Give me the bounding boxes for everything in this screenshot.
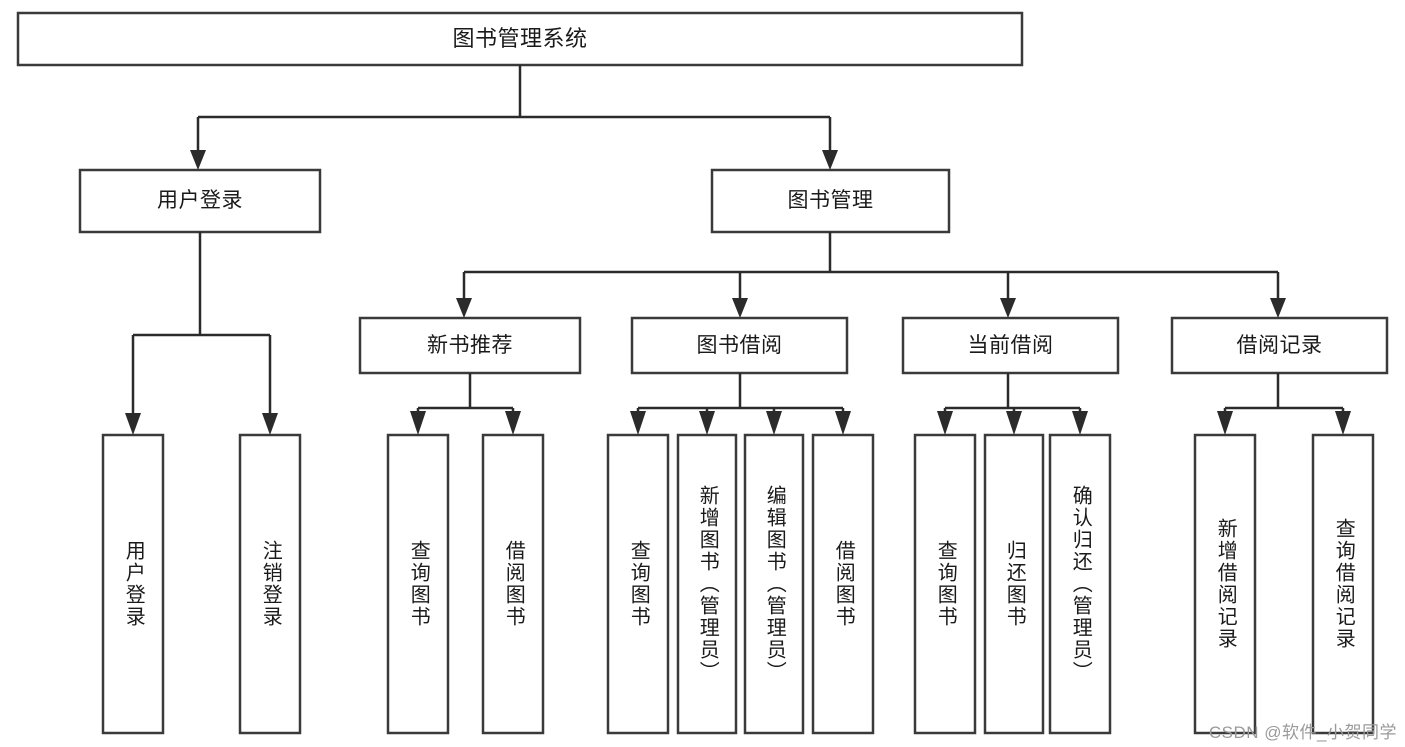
arrow-head-icon xyxy=(410,411,426,435)
arrow-head-icon xyxy=(125,413,141,435)
arrow-head-icon xyxy=(190,150,206,170)
arrow-head-icon xyxy=(1270,298,1286,318)
node-box-leaf-4[interactable] xyxy=(606,433,670,735)
node-box-root[interactable] xyxy=(16,11,1024,67)
node-box-leaf-8[interactable] xyxy=(913,433,977,735)
arrow-head-icon xyxy=(505,411,521,435)
node-boxes xyxy=(16,11,1389,735)
arrow-head-icon xyxy=(732,298,748,318)
node-box-level2-0[interactable] xyxy=(78,168,322,234)
node-box-leaf-2[interactable] xyxy=(386,433,450,735)
connector-userlogin-to-leaves xyxy=(125,232,278,435)
csdn-watermark: CSDN @软件_小贺同学 xyxy=(1208,723,1397,742)
node-box-level3-0[interactable] xyxy=(358,316,582,375)
node-box-level3-1[interactable] xyxy=(630,316,849,375)
arrow-head-icon xyxy=(1335,411,1351,435)
arrow-head-icon xyxy=(262,413,278,435)
connector-level2-to-level3 xyxy=(456,232,1286,318)
arrow-head-icon xyxy=(630,411,646,435)
node-box-leaf-11[interactable] xyxy=(1193,433,1257,735)
node-box-level3-3[interactable] xyxy=(1170,316,1389,375)
connector-record-to-leaves xyxy=(1217,373,1351,435)
node-box-level2-1[interactable] xyxy=(710,168,951,234)
arrow-head-icon xyxy=(766,411,782,435)
arrow-head-icon xyxy=(822,150,838,170)
connector-borrow-to-leaves xyxy=(630,373,851,435)
node-box-leaf-9[interactable] xyxy=(983,433,1045,735)
arrow-head-icon xyxy=(456,298,472,318)
arrow-head-icon xyxy=(1000,298,1016,318)
arrow-head-icon xyxy=(1006,411,1022,435)
arrow-head-icon xyxy=(699,411,715,435)
node-box-leaf-1[interactable] xyxy=(238,433,302,735)
node-box-leaf-7[interactable] xyxy=(811,433,875,735)
arrow-head-icon xyxy=(1072,411,1088,435)
node-box-leaf-6[interactable] xyxy=(743,433,805,735)
node-box-leaf-10[interactable] xyxy=(1048,433,1112,735)
node-box-leaf-0[interactable] xyxy=(101,433,165,735)
node-box-leaf-5[interactable] xyxy=(676,433,738,735)
arrow-head-icon xyxy=(1217,411,1233,435)
arrow-head-icon xyxy=(937,411,953,435)
connector-newbook-to-leaves xyxy=(410,373,521,435)
node-box-leaf-3[interactable] xyxy=(481,433,545,735)
node-box-leaf-12[interactable] xyxy=(1311,433,1375,735)
node-box-level3-2[interactable] xyxy=(901,316,1120,375)
arrow-head-icon xyxy=(835,411,851,435)
connector-current-to-leaves xyxy=(937,373,1088,435)
connector-root-to-level2 xyxy=(190,65,838,170)
